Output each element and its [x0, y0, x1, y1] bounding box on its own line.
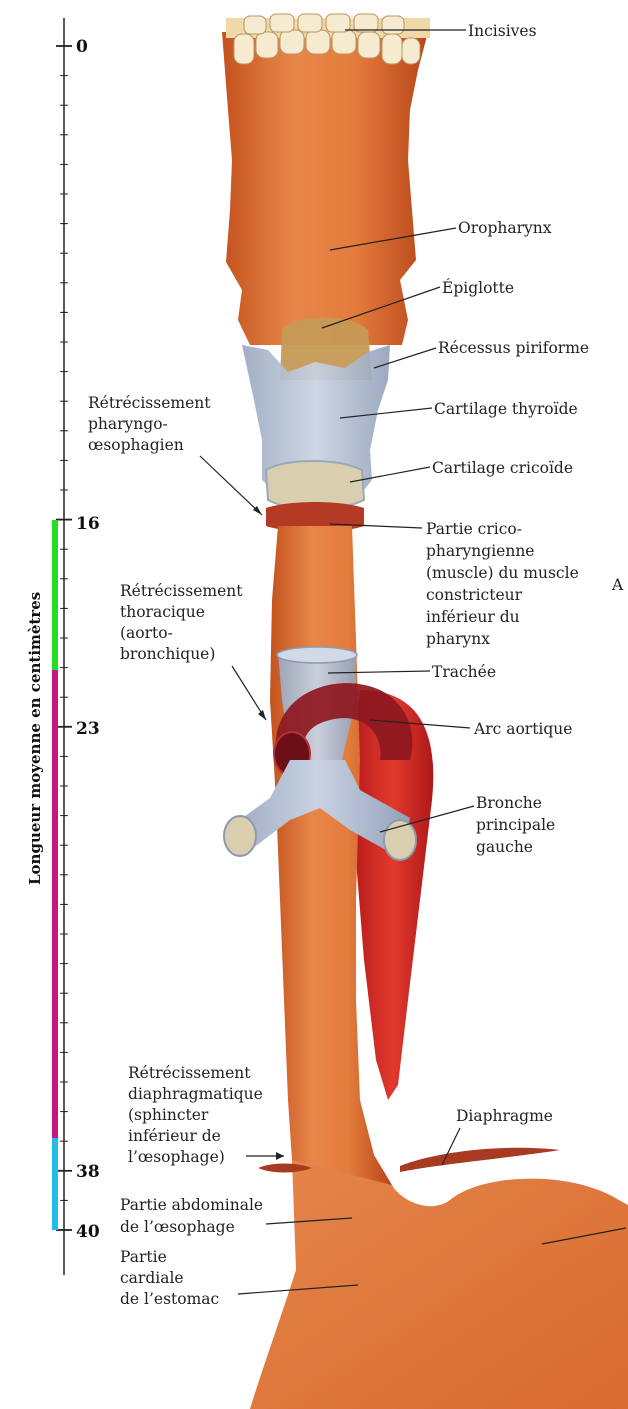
label-partie-abdominale: Partie abdominale de l’œsophage [120, 1196, 268, 1236]
segment-bar-thoracic [52, 670, 58, 1138]
cricoid-cartilage-shape [266, 461, 364, 509]
segment-bar-pharynx [52, 520, 58, 670]
tick-label-38: 38 [76, 1162, 100, 1182]
label-partie-crico-pharyngienne: Partie crico- pharyngienne (muscle) du m… [426, 520, 584, 648]
label-retrecissement-thoracique: Rétrécissement thoracique (aorto- bronch… [120, 582, 247, 663]
segment-bar-abdominal [52, 1138, 58, 1230]
tick-label-16: 16 [76, 514, 100, 534]
label-cartilage-cricoide: Cartilage cricoïde [432, 459, 573, 477]
label-epiglotte: Épiglotte [442, 279, 514, 297]
tick-label-40: 40 [76, 1222, 100, 1242]
anatomy-illustration [222, 14, 628, 1409]
tick-label-0: 0 [76, 37, 88, 57]
scale-axis-title: Longueur moyenne en centimètres [26, 592, 44, 885]
stomach-shape [250, 1160, 628, 1409]
pharynx-shape [222, 32, 428, 345]
label-cartilage-thyroide: Cartilage thyroïde [434, 400, 578, 418]
figure-letter: A [611, 576, 624, 594]
label-retrecissement-pharyngo: Rétrécissement pharyngo- œsophagien [88, 394, 215, 454]
label-oropharynx: Oropharynx [458, 219, 552, 237]
label-retrecissement-diaphragmatique: Rétrécissement diaphragmatique (sphincte… [128, 1064, 268, 1166]
label-trachee: Trachée [432, 663, 496, 681]
label-bronche-principale-gauche: Bronche principale gauche [476, 794, 560, 856]
label-diaphragme: Diaphragme [456, 1107, 553, 1125]
tick-label-23: 23 [76, 719, 100, 739]
diaphragm-right-shape [400, 1148, 560, 1172]
scale-minor-ticks [56, 46, 72, 1230]
label-partie-cardiale: Partie cardiale de l’estomac [120, 1248, 219, 1308]
label-arc-aortique: Arc aortique [473, 720, 572, 738]
label-recessus-piriforme: Récessus piriforme [438, 339, 589, 357]
length-scale: 0 16 23 38 40 Longueur moyenne en centim… [26, 18, 100, 1275]
label-incisives: Incisives [468, 22, 537, 40]
